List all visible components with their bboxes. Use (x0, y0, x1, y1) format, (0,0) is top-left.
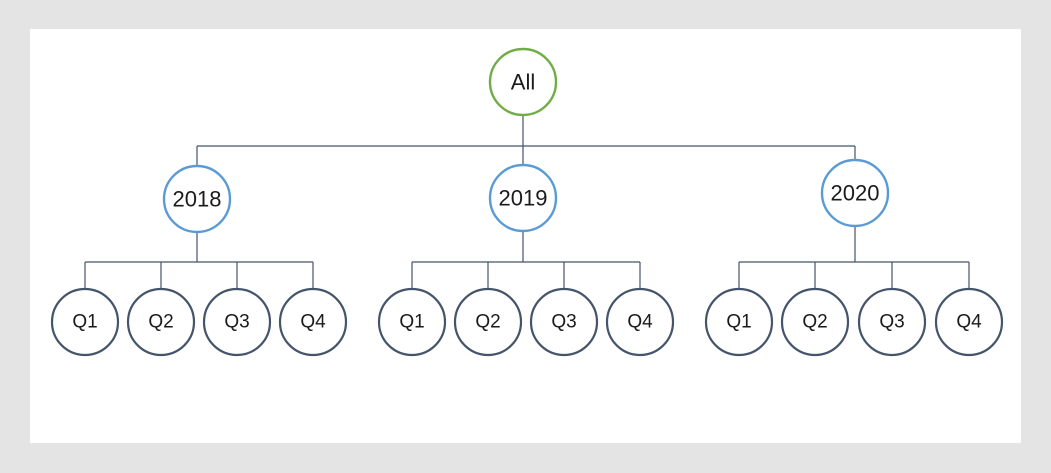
node-2018-q1-circle (50, 287, 120, 357)
node-2019: 2019 (488, 163, 558, 233)
node-2020-q3-circle (857, 287, 927, 357)
node-2018-q3-circle (202, 287, 272, 357)
node-2019-q4-label: Q4 (627, 312, 653, 333)
node-2019-q1-label: Q1 (399, 312, 424, 333)
node-all-circle (488, 47, 558, 117)
node-2018-circle (162, 164, 232, 234)
node-2019-q2-circle (453, 287, 523, 357)
node-2019-q3-circle (529, 287, 599, 357)
node-2019-q4-circle (605, 287, 675, 357)
node-2019-q1: Q1 (377, 287, 447, 357)
node-2018-label: 2018 (173, 187, 222, 212)
node-2018: 2018 (162, 164, 232, 234)
node-2020: 2020 (820, 158, 890, 228)
node-2019-q3: Q3 (529, 287, 599, 357)
node-2019-q3-label: Q3 (551, 312, 576, 333)
node-2018-q2-label: Q2 (148, 312, 173, 333)
node-2020-q3-label: Q3 (879, 312, 904, 333)
node-2020-q1: Q1 (704, 287, 774, 357)
node-2019-q1-circle (377, 287, 447, 357)
node-2019-q4: Q4 (605, 287, 675, 357)
node-2018-q1-label: Q1 (72, 312, 97, 333)
node-2020-q1-circle (704, 287, 774, 357)
node-2019-circle (488, 163, 558, 233)
node-2018-q3: Q3 (202, 287, 272, 357)
node-2020-circle (820, 158, 890, 228)
node-2020-q1-label: Q1 (726, 312, 751, 333)
node-2018-q1: Q1 (50, 287, 120, 357)
node-2020-q4-label: Q4 (956, 312, 982, 333)
node-2020-q2-label: Q2 (802, 312, 827, 333)
node-2020-q3: Q3 (857, 287, 927, 357)
node-2020-label: 2020 (831, 181, 880, 206)
node-2019-q2: Q2 (453, 287, 523, 357)
node-2019-q2-label: Q2 (475, 312, 500, 333)
node-2020-q4: Q4 (934, 287, 1004, 357)
node-2018-q2: Q2 (126, 287, 196, 357)
node-2018-q4-circle (278, 287, 348, 357)
node-2018-q2-circle (126, 287, 196, 357)
node-2018-q4: Q4 (278, 287, 348, 357)
node-2020-q2: Q2 (780, 287, 850, 357)
node-2020-q2-circle (780, 287, 850, 357)
node-all-label: All (511, 70, 535, 95)
node-2020-q4-circle (934, 287, 1004, 357)
node-all: All (488, 47, 558, 117)
node-2018-q3-label: Q3 (224, 312, 249, 333)
node-2019-label: 2019 (499, 186, 548, 211)
node-2018-q4-label: Q4 (300, 312, 326, 333)
